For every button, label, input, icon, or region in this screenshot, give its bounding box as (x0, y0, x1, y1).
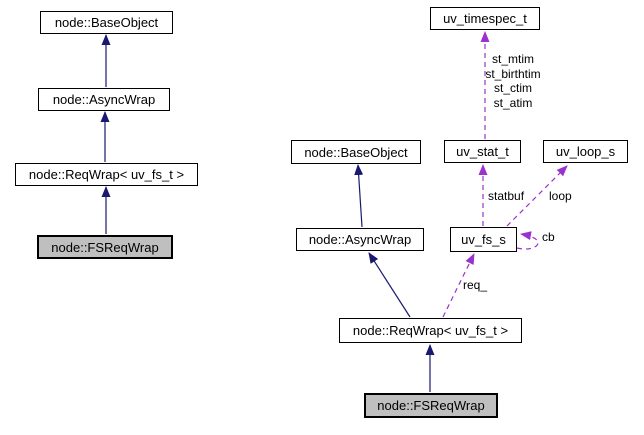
edge-inherit-asyncwrap-to-baseobject-right (354, 164, 364, 228)
class-node-reqwrap-left[interactable]: node::ReqWrap< uv_fs_t > (15, 163, 198, 186)
class-node-baseobject-left[interactable]: node::BaseObject (40, 11, 173, 34)
edge-label-timespec-fields: st_mtim st_birthtim st_ctim st_atim (485, 52, 541, 110)
class-node-baseobject-right[interactable]: node::BaseObject (291, 140, 421, 164)
edge-label-loop: loop (549, 189, 572, 203)
edge-usage-reqwrap-to-uvfss-req (442, 253, 475, 318)
edge-label-req: req_ (463, 278, 488, 292)
class-node-fsreqwrap-right-current: node::FSReqWrap (364, 393, 498, 418)
class-node-asyncwrap-right[interactable]: node::AsyncWrap (296, 228, 424, 251)
class-node-uv-timespec-t[interactable]: uv_timespec_t (430, 7, 540, 30)
class-node-asyncwrap-left[interactable]: node::AsyncWrap (38, 88, 170, 111)
edge-label-cb: cb (542, 230, 555, 244)
class-node-uv-fs-s[interactable]: uv_fs_s (450, 227, 517, 252)
edge-inherit-reqwrap-to-asyncwrap-right (368, 252, 411, 318)
class-node-reqwrap-right[interactable]: node::ReqWrap< uv_fs_t > (339, 318, 522, 343)
class-node-uv-stat-t[interactable]: uv_stat_t (444, 140, 521, 163)
class-node-fsreqwrap-left-current: node::FSReqWrap (37, 235, 173, 259)
edge-usage-uvfss-self-cb (516, 231, 539, 250)
class-node-uv-loop-s[interactable]: uv_loop_s (543, 140, 628, 163)
edge-label-statbuf: statbuf (488, 189, 525, 203)
